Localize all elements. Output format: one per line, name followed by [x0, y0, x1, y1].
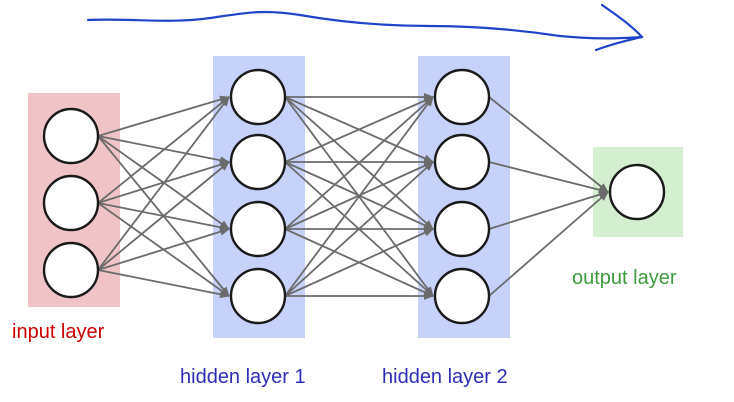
connection-arrow: [97, 227, 230, 271]
hidden-layer-1-label: hidden layer 1: [180, 366, 306, 388]
connection-arrow: [284, 161, 434, 297]
connection-arrow: [488, 161, 609, 194]
hidden-2-neuron-4: [433, 267, 491, 325]
hidden-1-neuron-2: [229, 133, 287, 191]
connection-arrow: [284, 228, 434, 297]
input-layer-label: input layer: [12, 321, 105, 343]
connections: [97, 93, 609, 300]
output-neuron-1: [608, 163, 666, 221]
input-neuron-2: [42, 174, 100, 232]
connection-arrow: [97, 96, 230, 271]
connection-arrow: [488, 96, 609, 193]
hidden-layer-2-label: hidden layer 2: [382, 366, 508, 388]
hidden-2-neuron-3: [433, 200, 491, 258]
hidden-1-neuron-1: [229, 68, 287, 126]
connection-arrow: [284, 96, 434, 230]
connection-arrow: [488, 191, 609, 297]
output-layer-label: output layer: [572, 267, 677, 289]
hidden-1-neuron-4: [229, 267, 287, 325]
connection-arrow: [284, 96, 434, 297]
hidden-2-neuron-1: [433, 68, 491, 126]
connection-arrow: [97, 269, 230, 299]
hand-drawn-arrowhead-icon: [594, 3, 644, 52]
connection-arrow: [488, 190, 609, 230]
hidden-2-neuron-2: [433, 133, 491, 191]
connection-arrow: [97, 95, 230, 137]
hidden-1-neuron-3: [229, 200, 287, 258]
hand-drawn-arrow-icon: [86, 10, 644, 40]
connection-arrow: [97, 96, 230, 204]
input-neuron-1: [42, 107, 100, 165]
neurons: [42, 68, 666, 325]
connection-arrow: [284, 96, 434, 163]
connection-arrow: [97, 161, 230, 271]
input-neuron-3: [42, 241, 100, 299]
